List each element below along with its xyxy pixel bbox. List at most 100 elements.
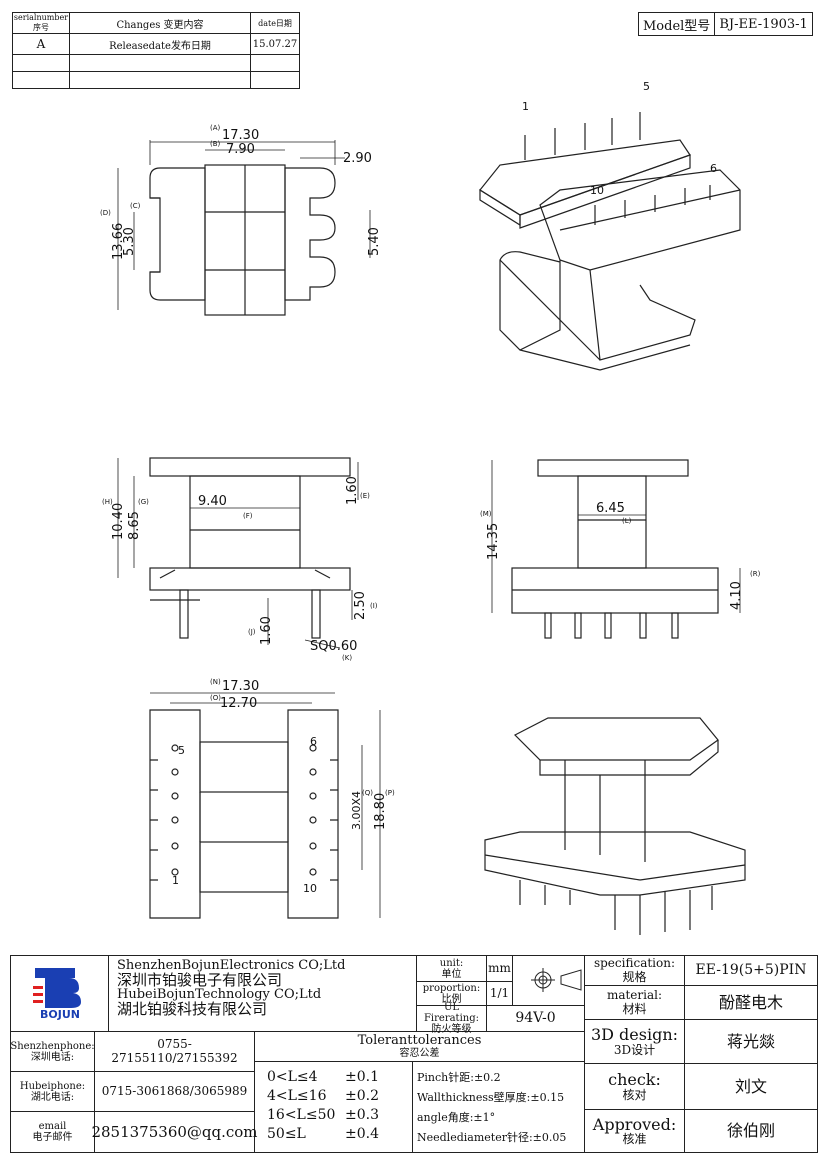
dim-o: 12.70 xyxy=(220,696,257,711)
letter-h: (H) xyxy=(102,498,113,506)
company-cell: ShenzhenBojunElectronics CO;Ltd 深圳市铂骏电子有… xyxy=(109,956,417,1032)
letter-m: (M) xyxy=(480,510,492,518)
hb-phone: 0715-3061868/3065989 xyxy=(95,1072,255,1112)
letter-k: (K) xyxy=(342,654,352,662)
tol-note: Pinch针距:±0.2 xyxy=(417,1071,501,1084)
company-en-2: HubeiBojunTechnology CO;Ltd xyxy=(117,987,322,1003)
top-view xyxy=(149,164,336,316)
design-label: 3D design:3D设计 xyxy=(585,1020,685,1064)
unit-label: unit:单位 xyxy=(417,956,487,982)
letter-g: (G) xyxy=(138,498,149,506)
dim-k: 1.60 xyxy=(259,616,274,645)
rev-header-changes: Changes 变更内容 xyxy=(68,12,252,34)
dim-h: 10.40 xyxy=(111,503,126,540)
company-cn-1: 深圳市铂骏电子有限公司 xyxy=(117,970,283,989)
letter-a: (A) xyxy=(210,124,221,132)
pin-5-label: 5 xyxy=(643,80,650,93)
ul-value: 94V-0 xyxy=(487,1006,585,1032)
rev-date: 15.07.27 xyxy=(250,33,300,55)
letter-c: (C) xyxy=(130,202,141,210)
letter-r: (R) xyxy=(750,570,761,578)
dim-i: 1.60 xyxy=(345,476,360,505)
check-value: 刘文 xyxy=(685,1064,817,1110)
front-view xyxy=(511,459,719,639)
tol-value: ±0.4 xyxy=(345,1126,379,1142)
company-cn-2: 湖北铂骏科技有限公司 xyxy=(117,1000,268,1019)
letter-j: (J) xyxy=(248,628,256,636)
rev-date xyxy=(250,71,300,89)
pin-6-label: 6 xyxy=(310,735,317,748)
model-box: Model型号 BJ-EE-1903-1 xyxy=(638,12,813,36)
tol-value: ±0.1 xyxy=(345,1069,379,1085)
unit-value: mm xyxy=(487,956,513,982)
dim-j: 2.50 xyxy=(353,591,368,620)
dim-q: 3.00X4 xyxy=(350,791,363,830)
top-view-dims xyxy=(117,140,371,310)
side-view-dims xyxy=(117,458,359,649)
letter-n: (N) xyxy=(210,678,221,686)
approved-value: 徐伯刚 xyxy=(726,1121,775,1141)
ul-label: UL Firerating:防火等级 xyxy=(417,1002,487,1035)
tol-note: angle角度:±1° xyxy=(417,1111,496,1124)
spec-value: EE-19(5+5)PIN xyxy=(685,956,817,986)
dim-r: 4.10 xyxy=(729,581,744,610)
bottom-pin-labels: 5 6 1 10 xyxy=(172,735,317,895)
iso-view-top xyxy=(479,112,741,371)
dim-c: 5.30 xyxy=(122,227,137,256)
rev-header-date: date日期 xyxy=(250,12,300,34)
letter-e: (E) xyxy=(360,492,370,500)
tolerance-table: 0<L≤4±0.1 4<L≤16±0.2 16<L≤50±0.3 50≤L±0.… xyxy=(255,1062,413,1152)
logo-cell: BOJUN xyxy=(11,956,109,1032)
projection-symbol-icon xyxy=(531,968,582,992)
side-view xyxy=(149,457,351,639)
tol-range: 4<L≤16 xyxy=(267,1088,327,1104)
pin-10-label: 10 xyxy=(590,184,604,197)
letter-b: (B) xyxy=(210,140,221,148)
proportion-label: proportion:比例 xyxy=(417,982,487,1006)
approved-label: Approved:核准 xyxy=(585,1110,685,1152)
sz-phone-label: Shenzhenphone:深圳电话: xyxy=(10,1032,95,1072)
tol-note: Needlediameter针径:±0.05 xyxy=(417,1131,567,1144)
pin-1-label: 1 xyxy=(172,874,179,887)
tol-range: 16<L≤50 xyxy=(267,1107,336,1123)
front-view-dims xyxy=(491,460,741,613)
letter-f: (F) xyxy=(243,512,253,520)
bottom-view xyxy=(149,709,339,919)
rev-changes: Releasedate发布日期 xyxy=(68,33,252,55)
dim-a: 17.30 xyxy=(222,128,259,143)
tol-range: 50≤L xyxy=(267,1126,306,1142)
model-label: Model型号 xyxy=(643,18,711,34)
rev-serial: A xyxy=(12,33,70,55)
tol-note: Wallthickness壁厚度:±0.15 xyxy=(417,1091,565,1104)
dim-b: 7.90 xyxy=(226,142,255,157)
dim-d: 13.66 xyxy=(111,223,126,260)
pin-10-label: 10 xyxy=(303,882,317,895)
hb-phone-label: Hubeiphone:湖北电话: xyxy=(11,1072,95,1112)
letter-i: (I) xyxy=(370,602,378,610)
dim-m: 14.35 xyxy=(486,523,501,560)
iso-view-bottom xyxy=(484,717,746,935)
dim-2-90: 2.90 xyxy=(343,151,372,166)
letter-l: (L) xyxy=(622,517,632,525)
material-label: material:材料 xyxy=(585,986,685,1020)
dimension-letters: (A) (B) (C) (D) (E) (F) (G) (H) (I) (J) … xyxy=(100,124,761,797)
tolerance-notes: Pinch针距:±0.2 Wallthickness壁厚度:±0.15 angl… xyxy=(413,1062,585,1152)
company-en-1: ShenzhenBojunElectronics CO;Ltd xyxy=(117,958,346,973)
tol-value: ±0.3 xyxy=(345,1107,379,1123)
material-value: 酚醛电木 xyxy=(685,986,817,1020)
dim-g: 8.65 xyxy=(127,511,142,540)
letter-d: (D) xyxy=(100,209,111,217)
revision-table: serialnumber序号 Changes 变更内容 date日期 A Rel… xyxy=(12,12,300,89)
email: 2851375360@qq.com xyxy=(91,1112,258,1152)
design-value: 蒋光燚 xyxy=(685,1020,817,1064)
dim-l: 6.45 xyxy=(596,501,625,516)
logo-text: BOJUN xyxy=(40,1008,80,1021)
pin-1-label: 1 xyxy=(522,100,529,113)
letter-q: (Q) xyxy=(362,789,373,797)
rev-header-serial: serialnumber序号 xyxy=(12,12,70,34)
dim-f: 9.40 xyxy=(198,494,227,509)
check-label: check:核对 xyxy=(585,1064,685,1110)
spec-label: specification:规格 xyxy=(585,956,685,986)
